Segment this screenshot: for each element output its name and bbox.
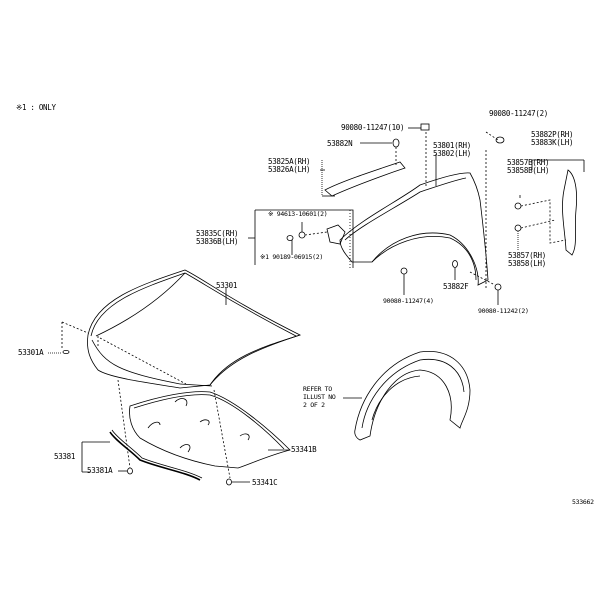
fender-liner-drawing (354, 351, 471, 441)
part-label-53857B: 53857B(RH) (507, 158, 550, 167)
part-label-94613-10601: ※ 94613-10601(2) (268, 210, 328, 218)
part-label-53858B: 53858B(LH) (507, 166, 550, 175)
part-label-53882N: 53882N (327, 139, 353, 148)
part-label-53835C: 53835C(RH) (196, 229, 239, 238)
part-label-53882P: 53882P(RH) (531, 130, 574, 139)
reference-note-line3: 2 OF 2 (303, 401, 325, 409)
part-label-90080-11242-2: 90080-11242(2) (478, 307, 529, 315)
part-label-53836B: 53836B(LH) (196, 237, 239, 246)
part-label-53882F: 53882F (443, 282, 469, 291)
part-label-53341C: 53341C (252, 478, 278, 487)
reference-note-line2: ILLUST NO (303, 393, 336, 401)
part-label-53381A: 53381A (87, 466, 113, 475)
hood-drawing (87, 269, 302, 389)
part-label-53301A: 53301A (18, 348, 44, 357)
part-label-53802: 53802(LH) (433, 149, 471, 158)
reference-note-line1: REFER TO (303, 385, 332, 393)
part-label-90080-11247-2-top: 90080-11247(2) (489, 109, 549, 118)
insulator-drawing (129, 391, 291, 469)
figure-code: 533662 (572, 498, 594, 506)
fender-drawing (339, 172, 489, 286)
part-label-53857: 53857(RH) (508, 251, 546, 260)
part-label-53825A: 53825A(RH) (268, 157, 311, 166)
part-label-53341B: 53341B (291, 445, 317, 454)
part-label-53301: 53301 (216, 281, 238, 290)
part-label-53826A: 53826A(LH) (268, 165, 311, 174)
part-label-90080-11247-4: 90080-11247(4) (383, 297, 434, 305)
part-label-53883K: 53883K(LH) (531, 138, 574, 147)
part-label-90080-11247-10: 90080-11247(10) (341, 123, 405, 132)
part-label-90189-06915: ※1 90189-06915(2) (260, 253, 323, 261)
part-label-53381: 53381 (54, 452, 76, 461)
part-label-53858: 53858(LH) (508, 259, 546, 268)
only-note: ※1 : ONLY (16, 103, 56, 112)
part-label-53801: 53801(RH) (433, 141, 471, 150)
